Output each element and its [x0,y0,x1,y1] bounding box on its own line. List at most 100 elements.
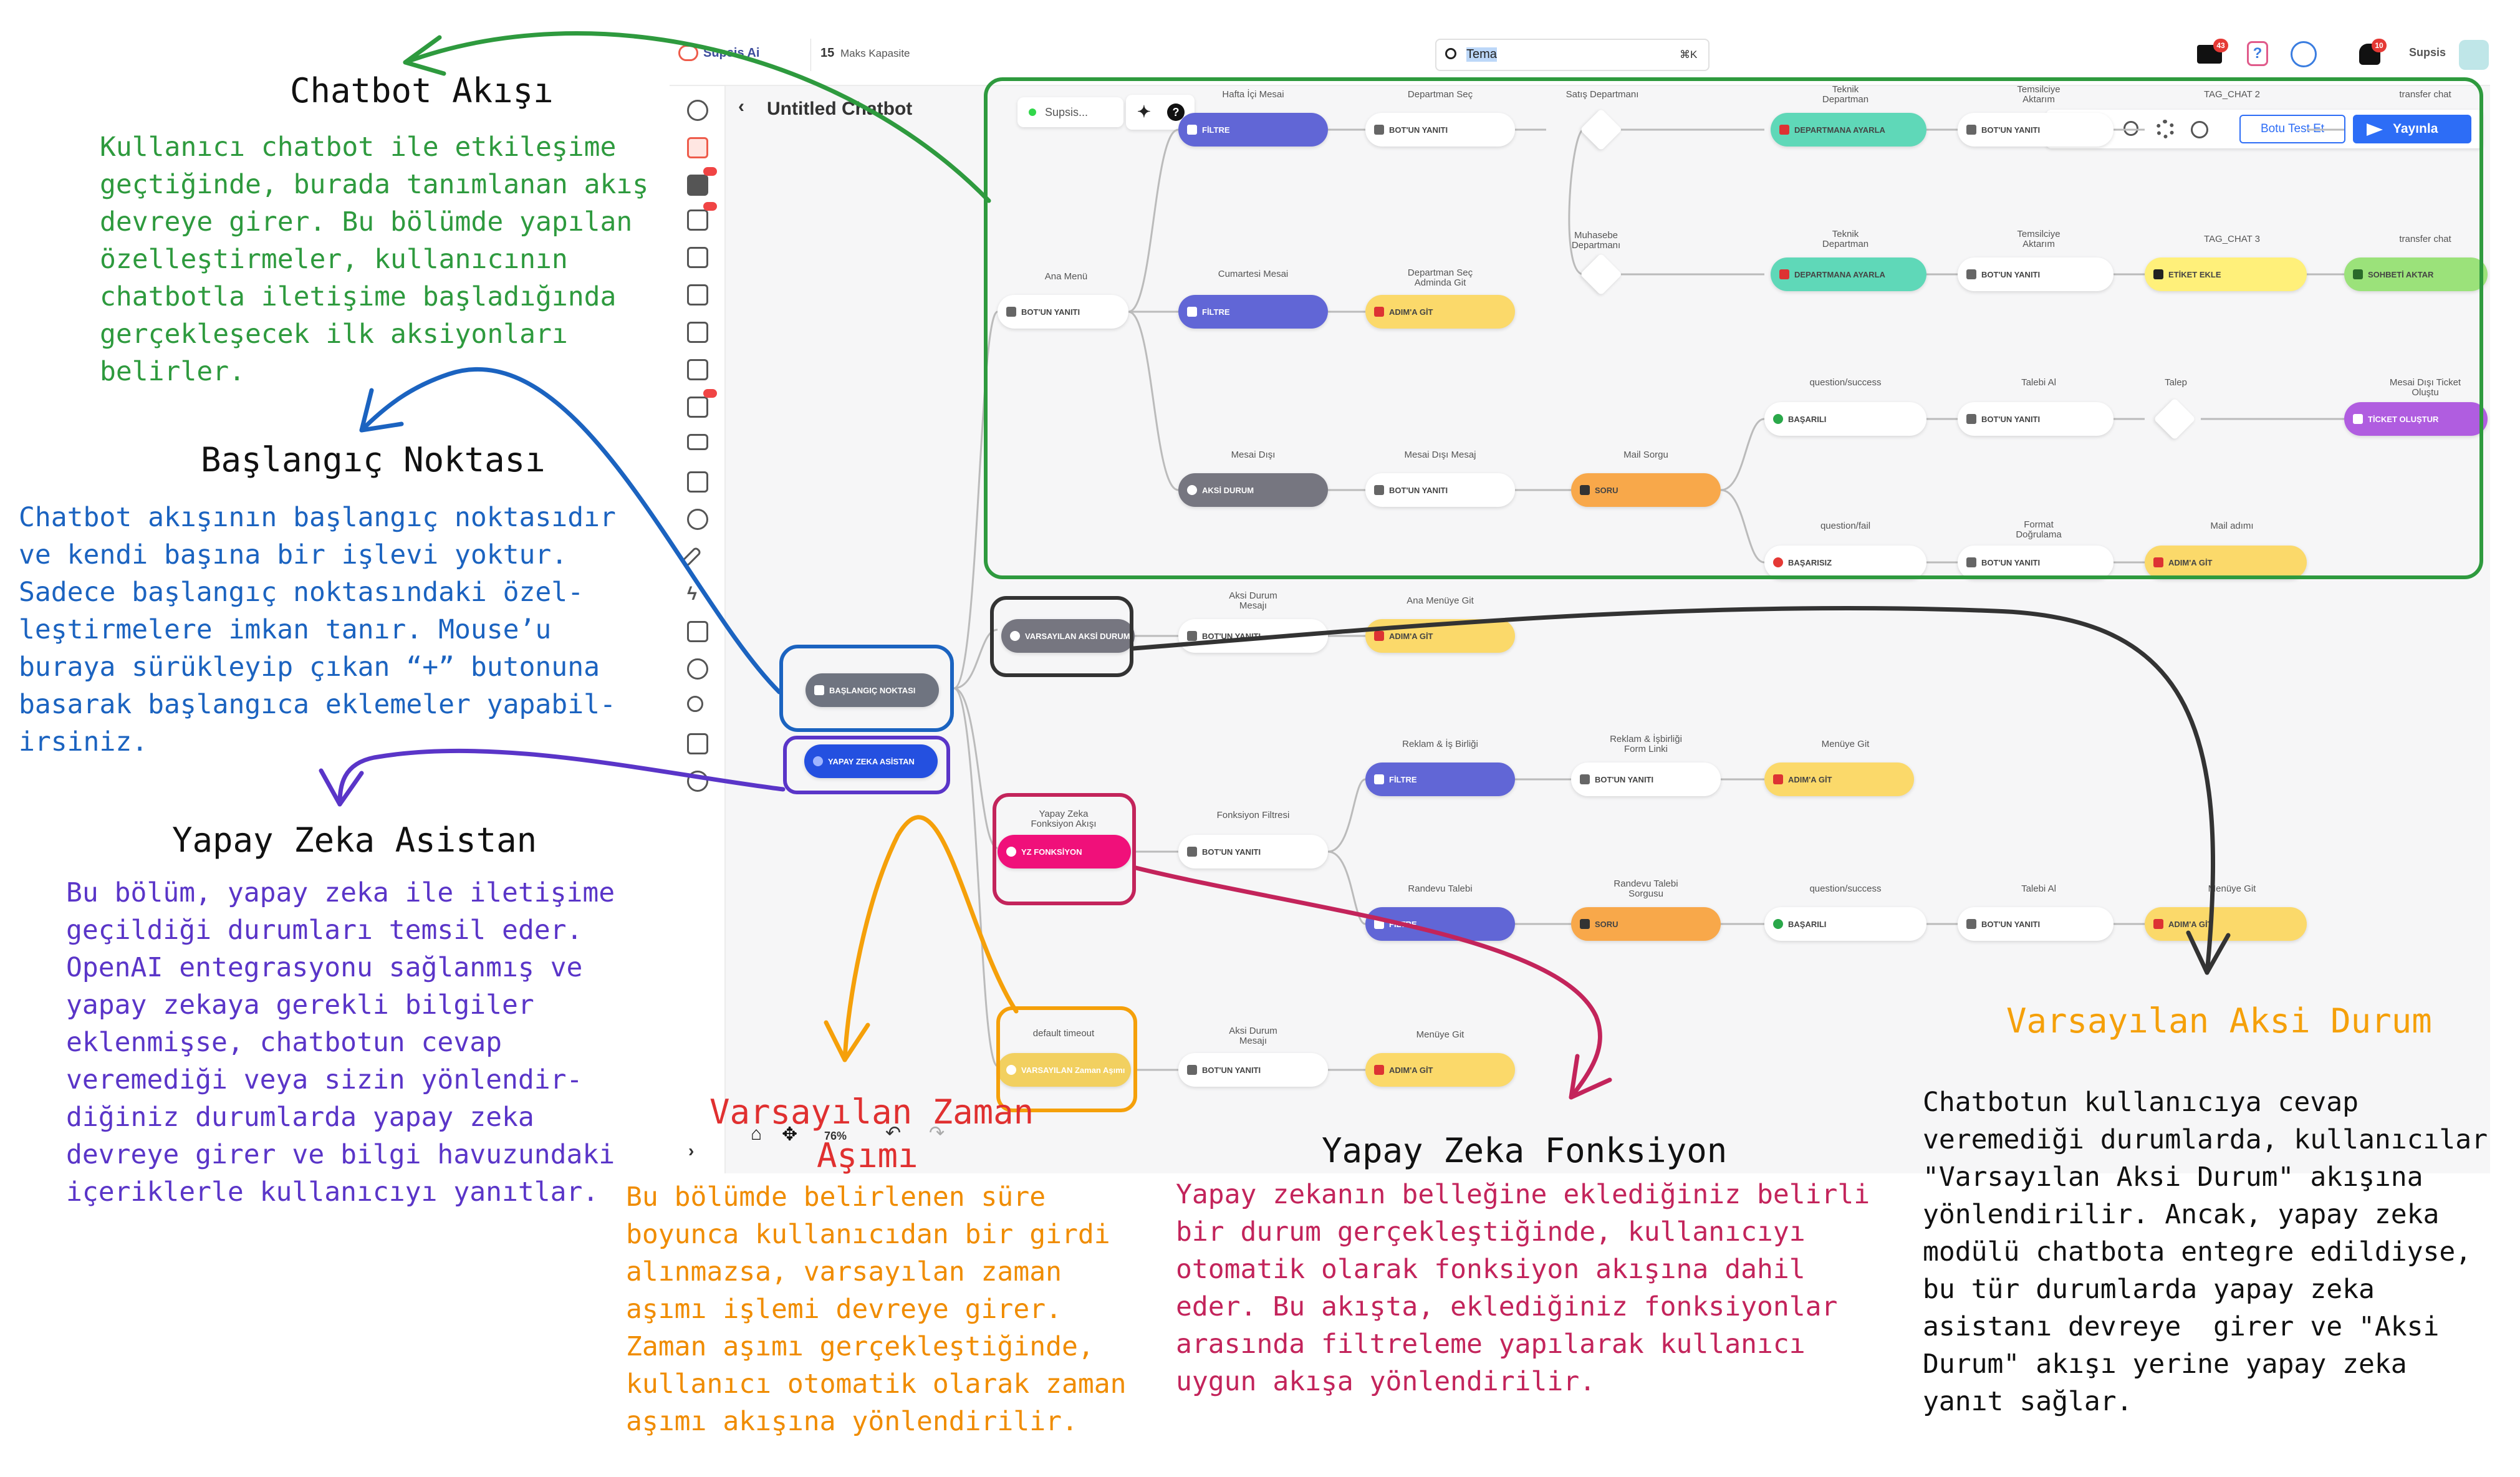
document-icon[interactable] [687,359,708,380]
search-input[interactable]: Tema ⌘K [1435,39,1710,71]
billing-icon[interactable] [687,733,708,754]
flow-node-ai-function[interactable]: YZ FONKSİYON [998,835,1131,868]
undo-icon[interactable]: ↶ [885,1123,902,1143]
flow-node-department[interactable]: DEPARTMANA AYARLA [1771,257,1926,291]
flow-node-ai-assistant[interactable]: YAPAY ZEKA ASİSTAN [804,744,938,778]
back-chevron-icon[interactable]: ‹ [738,96,744,117]
home-icon [814,685,824,695]
flow-node-bot-response[interactable]: BOT'UN YANITI [1958,257,2114,291]
node-caption: Menüye Git [2208,883,2256,894]
flow-node-bot-response[interactable]: BOT'UN YANITI [1365,473,1515,507]
flow-node-bot-response[interactable]: BOT'UN YANITI [1178,1053,1328,1087]
flow-node-fail[interactable]: BAŞARISIZ [1764,546,1926,579]
flow-node-default-fallback[interactable]: VARSAYILAN AKSİ DURUM [1001,619,1135,653]
goto-icon [1374,631,1384,641]
start-point-title: Başlangıç Noktası [201,440,546,479]
zoom-level[interactable]: 76% [824,1130,847,1142]
flow-node-success[interactable]: BAŞARILI [1764,402,1926,436]
flow-node-default-timeout[interactable]: VARSAYILAN Zaman Aşımı [998,1053,1131,1087]
flow-node-bot-response[interactable]: BOT'UN YANITI [1365,113,1515,147]
avatar[interactable] [2459,40,2489,70]
lightning-icon[interactable]: ϟ [687,584,697,604]
flow-node-filter[interactable]: FİLTRE [1178,113,1328,147]
node-caption: Muhasebe Departmanı [1571,230,1621,251]
sparkle-icon[interactable]: ✦ [1137,102,1151,121]
flow-node-transfer[interactable]: SOHBETİ AKTAR [2344,257,2488,291]
user-name[interactable]: Supsis [2409,46,2446,59]
expand-chevron-icon[interactable]: › [688,1141,695,1160]
flow-node-goto[interactable]: ADIM'A GİT [1764,763,1914,796]
flow-node-bot-response[interactable]: BOT'UN YANITI [1958,402,2114,436]
flow-node-goto[interactable]: ADIM'A GİT [2145,546,2307,579]
new-badge [703,389,717,398]
heart-icon [1187,485,1197,495]
flow-node-bot-response[interactable]: BOT'UN YANITI [1958,546,2114,579]
table-icon[interactable] [687,209,708,231]
question-icon [1580,919,1590,929]
ai-assistant-description: Bu bölüm, yapay zeka ile iletişime geçil… [66,877,615,1208]
mail-icon[interactable] [687,284,708,306]
new-badge [703,202,717,211]
flow-node-goto[interactable]: ADIM'A GİT [1365,1053,1515,1087]
ticket-icon[interactable] [687,434,708,450]
chatbot-icon[interactable] [687,137,708,158]
node-caption: Menüye Git [1416,1029,1464,1040]
forms-icon[interactable] [687,397,708,418]
campaign-icon[interactable] [687,247,708,268]
chatbot-flow-highlight [984,77,2483,579]
flow-node-bot-response[interactable]: BOT'UN YANITI [1178,835,1328,868]
flow-node-fallback[interactable]: AKSİ DURUM [1178,473,1328,507]
help-icon[interactable]: ? [1167,103,1185,121]
flow-node-ticket[interactable]: TİCKET OLUŞTUR [2344,402,2488,436]
flow-node-department[interactable]: DEPARTMANA AYARLA [1771,113,1926,147]
apps-icon[interactable] [687,621,708,642]
test-bot-button[interactable]: Botu Test Et [2239,115,2345,143]
chat-icon[interactable] [687,100,708,121]
flow-node-filter[interactable]: FİLTRE [1365,763,1515,796]
status-pill[interactable]: Supsis... [1017,97,1123,127]
goto-icon [1374,1065,1384,1075]
history-icon[interactable] [2191,121,2208,138]
redo-icon[interactable]: ↷ [929,1123,945,1143]
inbox-icon[interactable] [687,471,708,493]
flow-node-bot-response[interactable]: BOT'UN YANITI [1958,907,2114,941]
publish-button[interactable]: Yayınla [2353,115,2471,143]
flow-node-goto[interactable]: ADIM'A GİT [1365,295,1515,329]
node-caption: Departman Seç Adminda Git [1407,267,1473,288]
gear-icon[interactable] [2291,41,2317,67]
users-icon[interactable] [687,509,708,530]
home-icon[interactable]: ⌂ [751,1123,762,1144]
flow-node-success[interactable]: BAŞARILI [1764,907,1926,941]
flow-node-start-point[interactable]: BAŞLANGIÇ NOKTASI [806,673,939,707]
flow-node-filter[interactable]: FİLTRE [1178,295,1328,329]
help-icon[interactable]: ? [2247,41,2268,66]
node-caption: TAG_CHAT 2 [2203,89,2261,100]
move-icon[interactable]: ✥ [782,1124,798,1145]
node-caption: Yapay Zeka Fonksiyon Akışı [1031,809,1097,829]
new-badge [703,167,717,176]
share-icon[interactable] [687,696,703,712]
node-caption: TAG_CHAT 3 [2203,234,2261,244]
node-caption: Cumartesi Mesai [1218,269,1289,279]
flow-node-bot-response[interactable]: BOT'UN YANITI [1178,619,1328,653]
flow-node-bot-response[interactable]: BOT'UN YANITI [1571,763,1721,796]
send-icon [1966,414,1976,424]
goto-icon [1374,307,1384,317]
flow-node-question[interactable]: SORU [1571,907,1721,941]
node-caption: Format Doğrulama [2016,519,2062,540]
integrations-icon[interactable] [687,175,708,196]
settings-icon[interactable] [687,658,708,680]
flow-node-question[interactable]: SORU [1571,473,1721,507]
search-icon[interactable] [2123,121,2138,136]
flow-node-tag[interactable]: ETİKET EKLE [2145,257,2307,291]
fallback-highlight [990,596,1133,677]
fallback-title: Varsayılan Aksi Durum [2006,1001,2432,1041]
history-icon[interactable] [687,771,708,792]
send-icon [1580,774,1590,784]
flow-node-bot-response[interactable]: BOT'UN YANITI [1958,113,2114,147]
settings-icon[interactable] [2156,120,2175,138]
clock-icon [1006,1065,1016,1075]
calendar-icon[interactable] [687,322,708,343]
node-caption: Ana Menü [1044,271,1088,282]
flow-node-ana-menu[interactable]: BOT'UN YANITI [998,295,1128,329]
